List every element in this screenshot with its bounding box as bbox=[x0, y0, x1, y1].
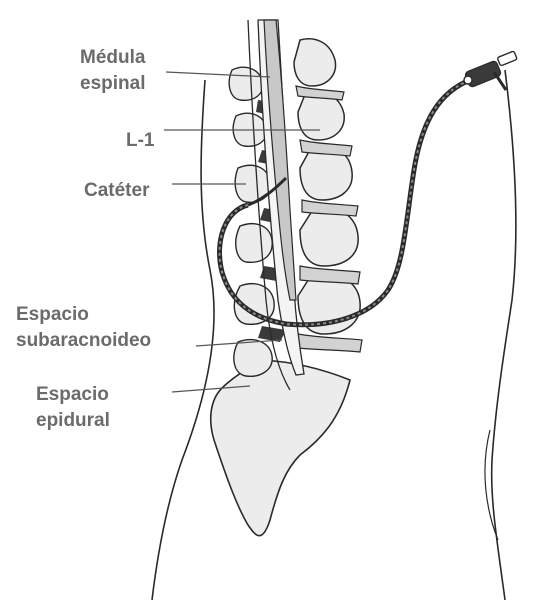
spinous-process bbox=[234, 340, 272, 377]
label-epidural-line-2: epidural bbox=[36, 408, 110, 434]
label-spinal-cord-line-2: espinal bbox=[80, 71, 145, 97]
label-subarachnoid-line-2: subaracnoideo bbox=[16, 328, 151, 354]
connector-tip bbox=[497, 51, 517, 66]
label-catheter: Catéter bbox=[84, 178, 149, 204]
catheter-connector bbox=[464, 51, 517, 90]
vertebra bbox=[294, 39, 336, 86]
disc bbox=[298, 334, 362, 352]
connector-ring bbox=[464, 76, 472, 84]
sacrum bbox=[211, 360, 350, 536]
body-outline-back bbox=[152, 80, 214, 600]
body-outline-front bbox=[492, 70, 516, 600]
label-epidural-space: Espacio epidural bbox=[36, 382, 110, 434]
label-epidural-line-1: Espacio bbox=[36, 382, 110, 408]
label-subarachnoid-line-1: Espacio bbox=[16, 302, 151, 328]
spinous-process bbox=[236, 224, 272, 263]
label-subarachnoid-space: Espacio subaracnoideo bbox=[16, 302, 151, 354]
label-spinal-cord: Médula espinal bbox=[80, 45, 145, 97]
label-spinal-cord-line-1: Médula bbox=[80, 45, 145, 71]
label-l1: L-1 bbox=[126, 128, 155, 154]
disc bbox=[300, 266, 360, 284]
spinous-process bbox=[229, 67, 263, 100]
